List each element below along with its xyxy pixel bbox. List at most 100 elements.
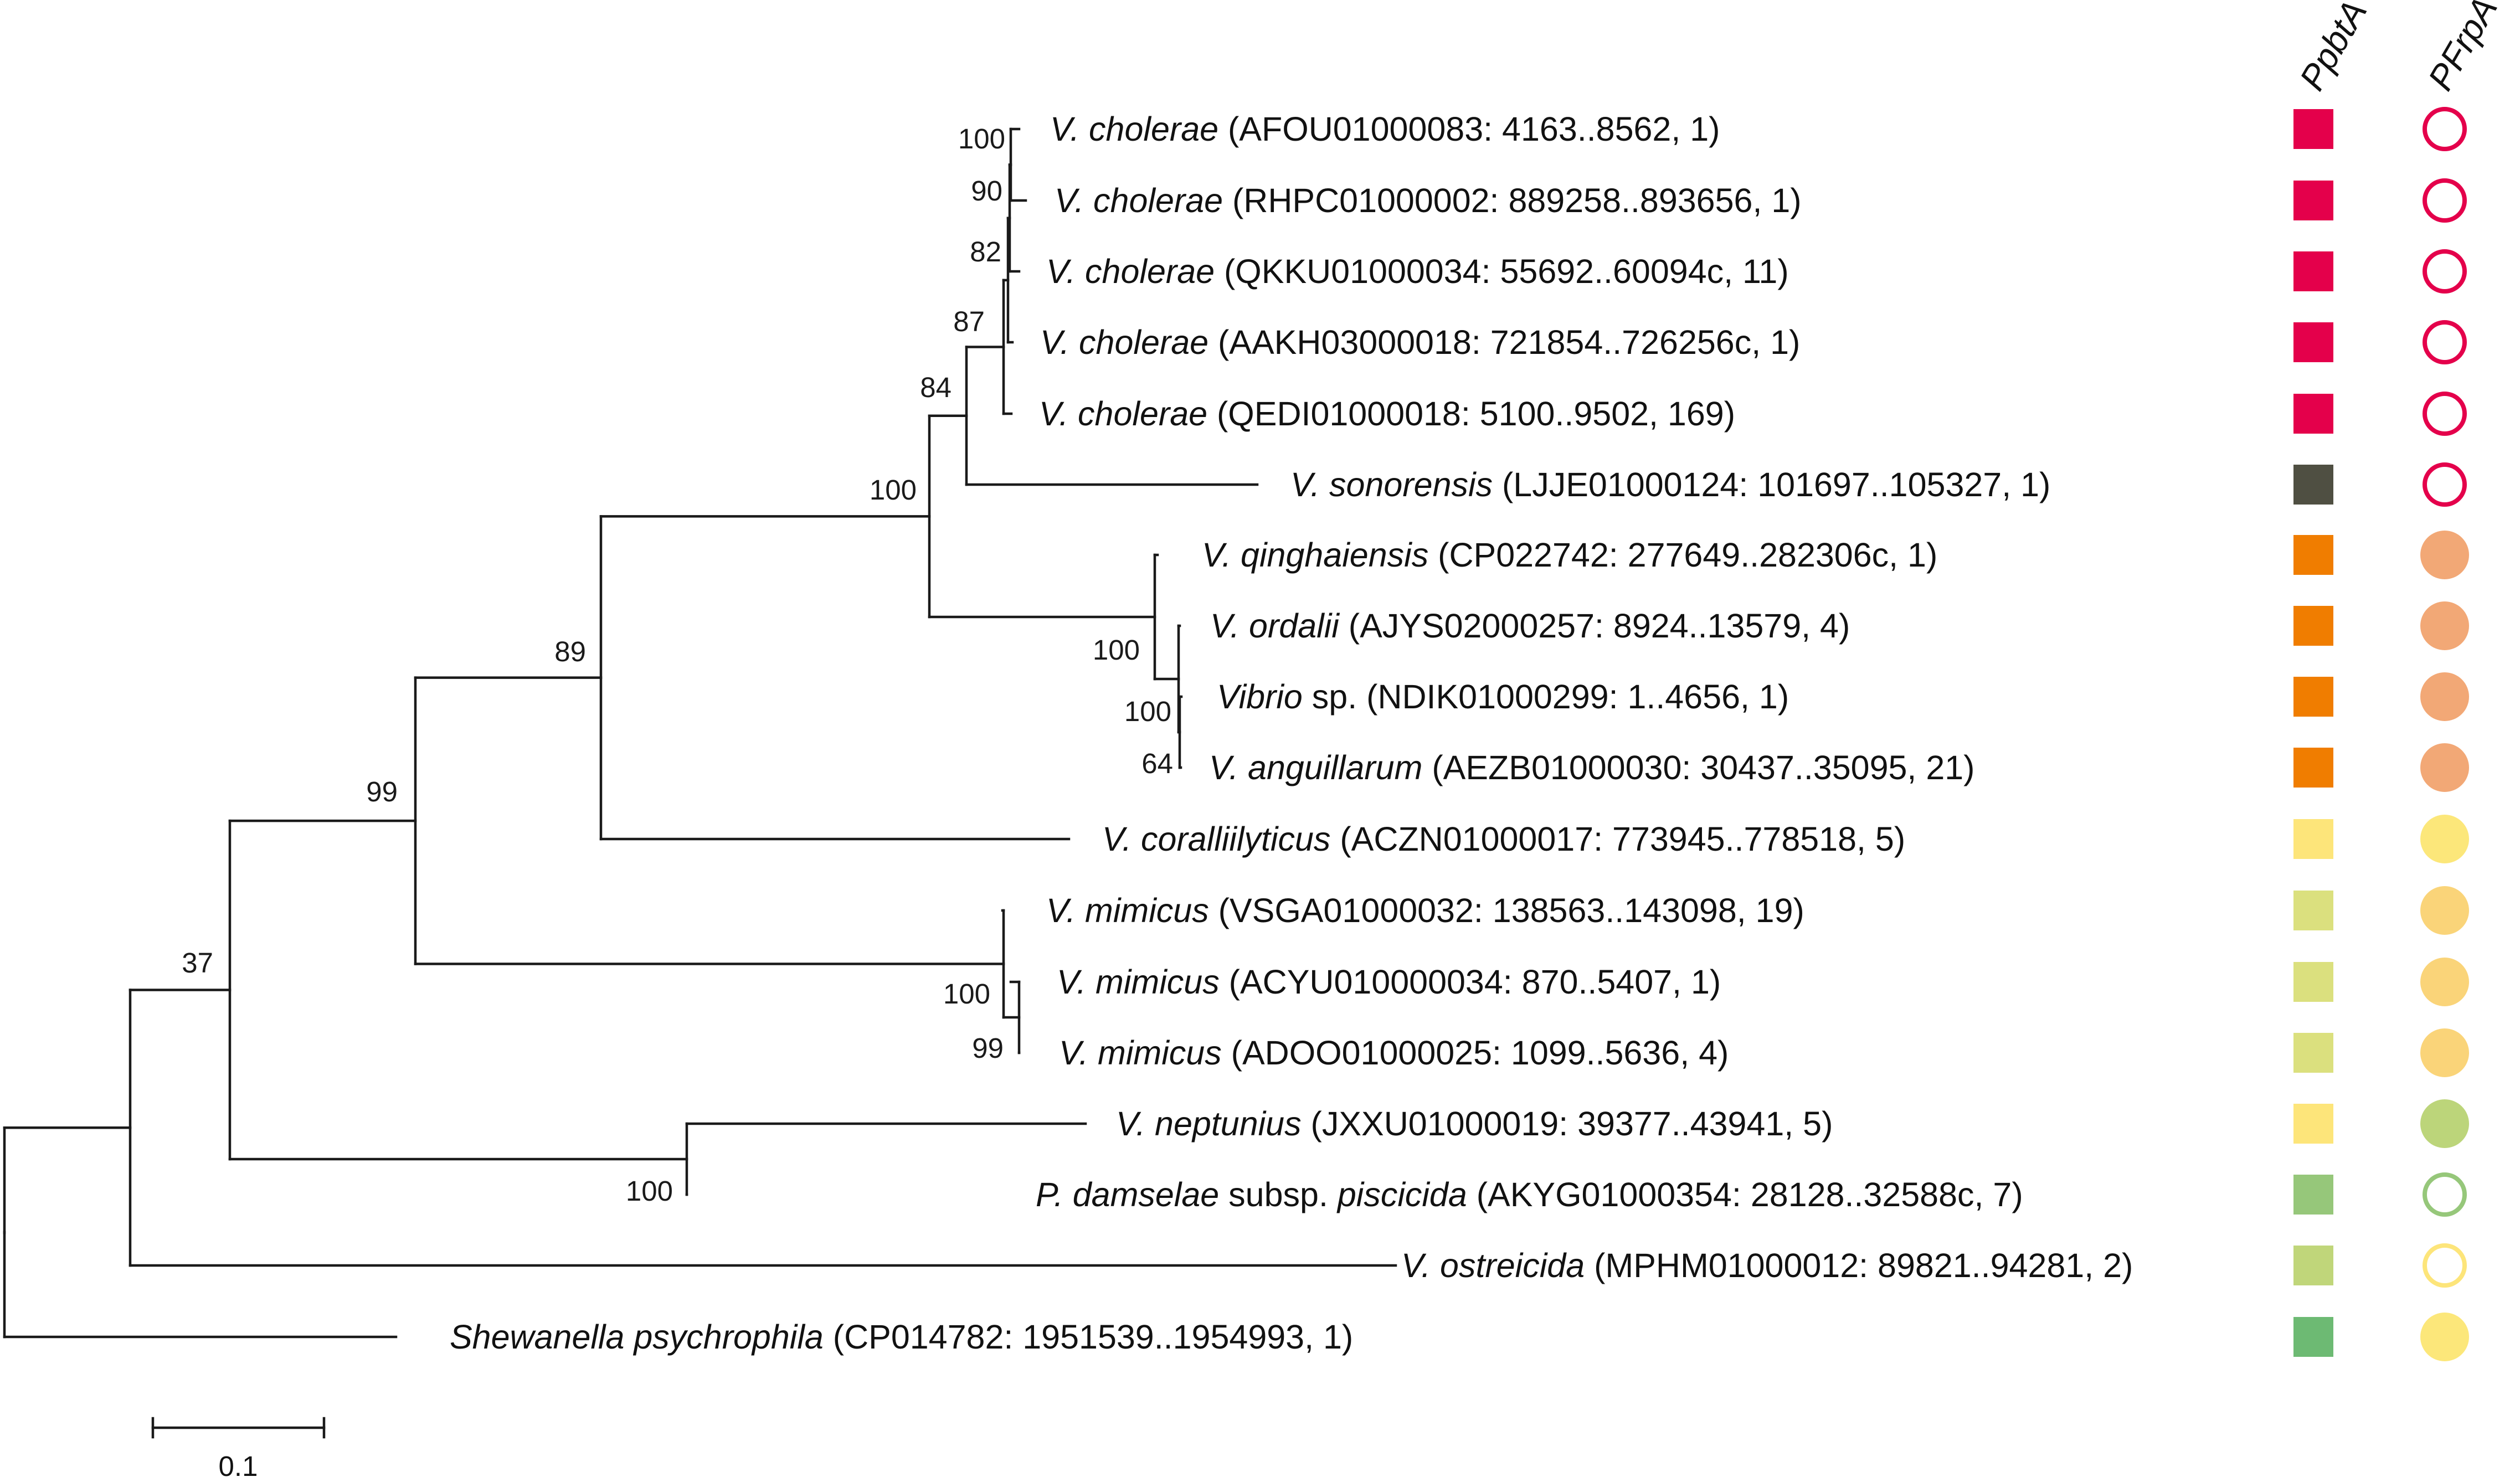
taxon-species-name: V. mimicus (1046, 892, 1209, 929)
frpa-marker-open (2423, 1243, 2467, 1288)
frpa-marker-open (2423, 107, 2467, 151)
frpa-marker-open (2423, 462, 2467, 507)
bootstrap-value: 100 (958, 123, 1005, 155)
taxon-accession: subsp. (1219, 1176, 1338, 1213)
pbta-marker (2293, 677, 2333, 717)
bootstrap-value: 100 (1093, 634, 1140, 666)
column-headers: PpbtA PFrpA (2292, 0, 2505, 97)
taxon-species-name: Vibrio (1217, 678, 1303, 716)
pbta-marker (2293, 1033, 2333, 1073)
bootstrap-value: 84 (920, 372, 952, 403)
taxon-species-name: V. cholerae (1040, 323, 1208, 361)
taxon-accession: (ADOO01000025: 1099..5636, 4) (1222, 1034, 1729, 1072)
taxon-label: P. damselae subsp. piscicida (AKYG010003… (1036, 1176, 2023, 1213)
pbta-marker (2293, 465, 2333, 505)
column-header-pbta: PpbtA (2292, 0, 2375, 97)
taxon-label: V. mimicus (ADOO01000025: 1099..5636, 4) (1059, 1034, 1729, 1072)
taxon-label: V. cholerae (QKKU01000034: 55692..60094c… (1046, 253, 1789, 290)
taxon-species-name: P. damselae (1036, 1176, 1219, 1213)
taxon-species-name: V. cholerae (1055, 182, 1223, 219)
taxon-species-name: V. qinghaiensis (1202, 536, 1428, 574)
pbta-marker (2293, 962, 2333, 1002)
pbta-marker (2293, 891, 2333, 930)
pbta-marker (2293, 606, 2333, 646)
taxon-label: V. mimicus (VSGA01000032: 138563..143098… (1046, 892, 1804, 929)
bootstrap-value: 100 (1124, 696, 1171, 727)
bootstrap-value: 100 (943, 978, 990, 1010)
taxon-label: V. qinghaiensis (CP022742: 277649..28230… (1202, 536, 1937, 574)
taxon-species-name: V. coralliilyticus (1102, 820, 1330, 858)
taxon-label: Shewanella psychrophila (CP014782: 19515… (450, 1318, 1353, 1356)
bootstrap-value: 87 (953, 306, 985, 337)
taxon-species-name: V. cholerae (1039, 395, 1207, 433)
trait-markers (2293, 107, 2469, 1361)
frpa-marker-open (2423, 249, 2467, 294)
bootstrap-value: 100 (626, 1175, 673, 1207)
bootstrap-value: 82 (970, 236, 1001, 267)
taxon-accession: (AEZB01000030: 30437..35095, 21) (1422, 749, 1974, 786)
taxon-label: V. cholerae (QEDI01000018: 5100..9502, 1… (1039, 395, 1735, 433)
taxon-accession: (VSGA01000032: 138563..143098, 19) (1209, 892, 1804, 929)
taxon-accession: (CP022742: 277649..282306c, 1) (1428, 536, 1937, 574)
taxon-accession: (ACYU010000034: 870..5407, 1) (1220, 963, 1721, 1001)
taxon-accession: (QKKU01000034: 55692..60094c, 11) (1215, 253, 1789, 290)
frpa-marker-filled (2420, 672, 2469, 721)
frpa-marker-filled (2420, 601, 2469, 650)
frpa-marker-filled (2420, 1313, 2469, 1361)
taxon-label: V. cholerae (AFOU01000083: 4163..8562, 1… (1050, 110, 1720, 148)
scale-bar-label: 0.1 (219, 1450, 258, 1482)
pbta-marker (2293, 1246, 2333, 1285)
taxon-accession: sp. (NDIK01000299: 1..4656, 1) (1303, 678, 1789, 716)
pbta-marker (2293, 109, 2333, 149)
frpa-marker-filled (2420, 1028, 2469, 1077)
bootstrap-value: 89 (554, 636, 586, 667)
pbta-marker (2293, 1104, 2333, 1144)
pbta-marker (2293, 748, 2333, 788)
frpa-marker-filled (2420, 886, 2469, 935)
pbta-marker (2293, 394, 2333, 434)
taxon-species-name: V. sonorensis (1290, 466, 1493, 503)
frpa-marker-filled (2420, 531, 2469, 579)
bootstrap-value: 99 (366, 776, 398, 807)
taxon-accession: (MPHM01000012: 89821..94281, 2) (1585, 1247, 2133, 1284)
pbta-marker (2293, 819, 2333, 859)
taxon-species-name: V. mimicus (1057, 963, 1220, 1001)
pbta-marker (2293, 181, 2333, 220)
tree-branches (3, 127, 1397, 1339)
taxon-labels: V. cholerae (AFOU01000083: 4163..8562, 1… (450, 110, 2133, 1356)
bootstrap-value: 90 (971, 175, 1002, 207)
taxon-label: V. ostreicida (MPHM01000012: 89821..9428… (1401, 1247, 2133, 1284)
taxon-label: Vibrio sp. (NDIK01000299: 1..4656, 1) (1217, 678, 1789, 716)
taxon-species-name: Shewanella psychrophila (450, 1318, 824, 1356)
taxon-label: V. cholerae (AAKH03000018: 721854..72625… (1040, 323, 1800, 361)
pbta-marker (2293, 535, 2333, 575)
taxon-accession: (JXXU01000019: 39377..43941, 5) (1302, 1105, 1833, 1143)
bootstrap-value: 99 (972, 1032, 1004, 1064)
taxon-label: V. sonorensis (LJJE01000124: 101697..105… (1290, 466, 2050, 503)
taxon-species-name: V. neptunius (1116, 1105, 1302, 1143)
frpa-marker-filled (2420, 743, 2469, 792)
pbta-marker (2293, 1317, 2333, 1357)
taxon-label: V. mimicus (ACYU010000034: 870..5407, 1) (1057, 963, 1721, 1001)
frpa-marker-filled (2420, 1099, 2469, 1148)
taxon-species-name: V. cholerae (1046, 253, 1215, 290)
taxon-accession: (AAKH03000018: 721854..726256c, 1) (1208, 323, 1800, 361)
taxon-accession: (ACZN01000017: 773945..778518, 5) (1330, 820, 1905, 858)
taxon-species-name: piscicida (1336, 1176, 1467, 1213)
pbta-marker (2293, 1175, 2333, 1215)
taxon-species-name: V. anguillarum (1209, 749, 1422, 786)
taxon-species-name: V. ordalii (1210, 607, 1340, 645)
taxon-label: V. ordalii (AJYS02000257: 8924..13579, 4… (1210, 607, 1850, 645)
bootstrap-value: 64 (1141, 748, 1173, 779)
taxon-label: V. coralliilyticus (ACZN01000017: 773945… (1102, 820, 1905, 858)
taxon-label: V. cholerae (RHPC01000002: 889258..89365… (1055, 182, 1802, 219)
pbta-marker (2293, 251, 2333, 291)
pbta-marker (2293, 322, 2333, 362)
scale-bar: 0.1 (151, 1417, 326, 1482)
taxon-accession: (AFOU01000083: 4163..8562, 1) (1218, 110, 1720, 148)
bootstrap-value: 37 (182, 947, 213, 979)
taxon-accession: (LJJE01000124: 101697..105327, 1) (1493, 466, 2050, 503)
taxon-label: V. anguillarum (AEZB01000030: 30437..350… (1209, 749, 1974, 786)
